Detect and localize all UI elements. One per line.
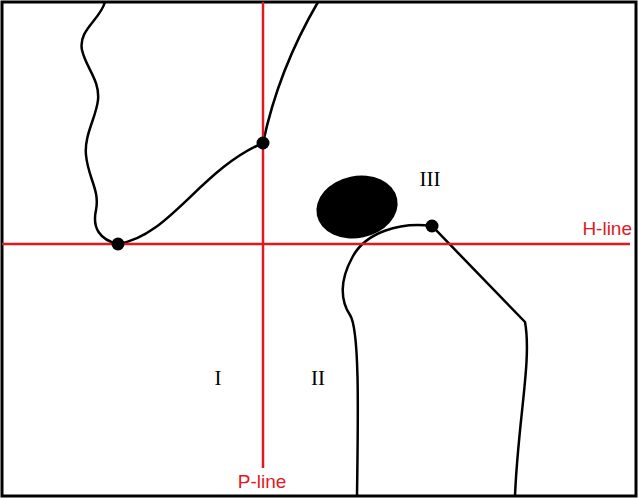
line-label: P-line: [238, 472, 287, 493]
femur-outline: [343, 225, 527, 496]
landmark-dot: [426, 220, 439, 233]
line-label: H-line: [582, 219, 632, 240]
perkin-line: [262, 2, 265, 468]
hilgenreiner-line: [2, 243, 630, 246]
quadrant-numeral: III: [420, 168, 441, 191]
ossification-nucleus: [310, 168, 403, 246]
quadrant-numeral: II: [311, 367, 325, 390]
pelvis-outline: [82, 2, 318, 244]
landmark-dot: [257, 137, 270, 150]
landmark-dot: [112, 238, 125, 251]
quadrant-numeral: I: [215, 367, 222, 390]
